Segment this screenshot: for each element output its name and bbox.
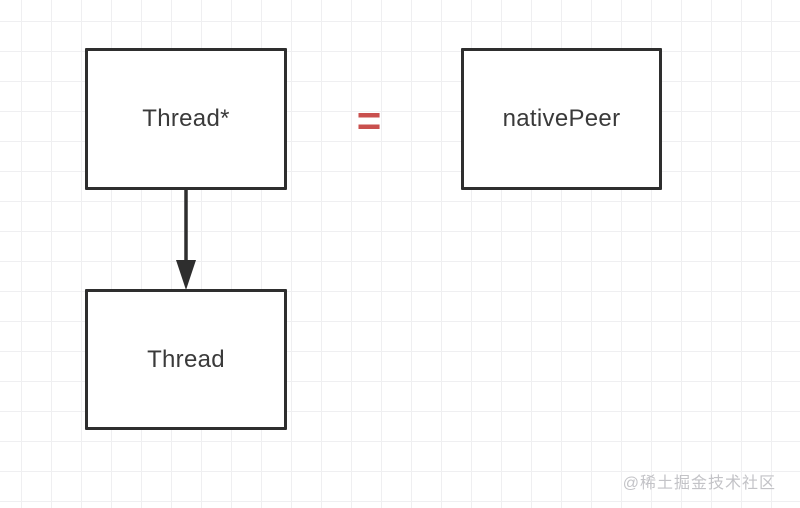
node-native-peer-label: nativePeer xyxy=(502,105,621,132)
arrow-down-icon xyxy=(176,190,196,290)
connector-thread-ptr-to-thread xyxy=(174,190,198,291)
equals-sign: = xyxy=(346,98,392,144)
node-thread-pointer: Thread* xyxy=(85,48,287,190)
node-thread-label: Thread xyxy=(147,345,225,373)
equals-sign-label: = xyxy=(356,97,382,144)
node-thread: Thread xyxy=(85,289,287,430)
node-native-peer: nativePeer xyxy=(461,48,662,190)
watermark: @稀土掘金技术社区 xyxy=(622,475,776,492)
node-thread-pointer-label: Thread* xyxy=(142,105,230,132)
